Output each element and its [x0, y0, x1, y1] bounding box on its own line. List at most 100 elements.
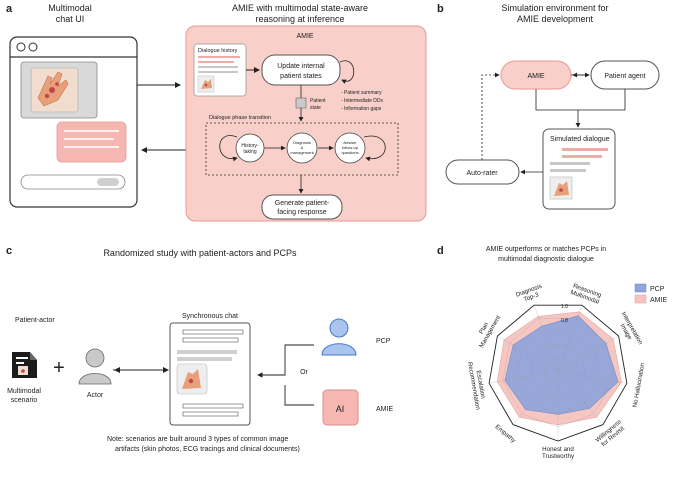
patient-actor-label: Patient-actor [15, 317, 55, 324]
legend-label-pcp: PCP [650, 286, 665, 293]
state-item-0: - Patient summary [341, 90, 382, 96]
update-states-line-1: Update internal [277, 63, 325, 70]
legend-swatch-pcp [634, 283, 647, 293]
radar-grid-ring [543, 357, 573, 386]
phase-2-line-2: follow-up [342, 145, 359, 150]
state-item-2: - Information gaps [341, 106, 382, 112]
plus-icon: + [53, 357, 65, 379]
scenario-document-icon [12, 352, 37, 378]
synchronous-chat-label: Synchronous chat [182, 313, 238, 320]
phase-1-line-3: management [290, 150, 314, 155]
patient-state-label-2: state [310, 105, 321, 111]
panel-label-a: a [6, 3, 13, 15]
radar-axis-label: Escalation [475, 370, 487, 400]
phase-history-taking [235, 133, 265, 163]
phase-transition-label: Dialogue phase transition [209, 115, 271, 121]
phase-1-line-2: & [301, 145, 304, 150]
pcp-label: PCP [376, 338, 391, 345]
simulated-dialogue-card: Simulated dialogue [542, 128, 616, 210]
radar-r-tick-label: 0.8 [561, 318, 568, 324]
panel-d: d AMIE outperforms or matches PCPs in mu… [437, 245, 667, 460]
radar-spoke [489, 370, 559, 384]
scenario-label-1: Multimodal [7, 388, 41, 395]
actor-person-icon [78, 348, 112, 385]
radar-grid-ring [516, 331, 600, 414]
radar-title-2: multimodal diagnostic dialogue [498, 256, 594, 263]
panel-b: b Simulation environment for AMIE develo… [437, 3, 660, 210]
panel-label-b: b [437, 3, 444, 15]
panel-a: a Multimodal chat UI AMIE with multimoda… [6, 3, 427, 222]
update-states-line-2: patient states [280, 73, 322, 80]
radar-axis-label: No Hallucination [632, 362, 647, 408]
radar-r-tick-label: 1.0 [561, 304, 568, 310]
amie-reasoning-title-1: AMIE with multimodal state-aware [232, 3, 368, 13]
phase-diagnosis-management [286, 132, 318, 164]
actor-label: Actor [87, 392, 104, 399]
radar-chart: 0.81.0MultimodalReasoningImageInterpreta… [466, 282, 646, 460]
phase-2-line-3: questions [341, 150, 358, 155]
scenario-label-2: scenario [11, 397, 38, 404]
radar-title-1: AMIE outperforms or matches PCPs in [486, 246, 606, 253]
patient-agent-label: Patient agent [604, 73, 645, 80]
dialogue-history-card: Dialogue history [193, 43, 247, 97]
phase-0-line-2: taking [243, 149, 257, 155]
ai-agent-icon [322, 389, 359, 426]
legend: PCP AMIE [634, 283, 667, 304]
simulated-dialogue-label: Simulated dialogue [550, 136, 610, 143]
auto-rater-label: Auto-rater [466, 170, 498, 177]
radar-grid-ring [530, 344, 586, 400]
legend-swatch-amie [634, 294, 647, 304]
amie-reasoning-title-2: reasoning at inference [255, 14, 344, 24]
amie-box-title: AMIE [296, 33, 313, 40]
chat-ui-title-1: Multimodal [48, 3, 92, 13]
phase-2-line-1: Answer [343, 140, 357, 145]
chat-input-field [20, 174, 126, 190]
radar-axis-label: Honest and [542, 446, 574, 453]
radar-spoke [557, 370, 604, 425]
phase-transition-frame [205, 122, 399, 176]
generate-response-node [261, 194, 343, 220]
chat-ui-window [9, 36, 138, 208]
patient-state-label-1: Patient [310, 98, 326, 104]
radar-spoke [497, 335, 559, 372]
state-item-1: - Intermediate DDs [341, 98, 383, 104]
simulation-title-2: AMIE development [517, 14, 594, 24]
panel-label-d: d [437, 245, 444, 257]
window-dot-icon [28, 42, 38, 52]
pcp-person-icon [321, 318, 357, 356]
phase-0-line-1: History- [241, 143, 259, 149]
radar-spoke [557, 335, 619, 372]
amie-label-c: AMIE [376, 406, 393, 413]
send-button [97, 178, 119, 186]
radar-spoke [512, 370, 559, 425]
phase-answer-follow-up [334, 132, 366, 164]
panel-label-c: c [6, 245, 12, 257]
update-states-node [261, 54, 341, 86]
simulation-amie-label: AMIE [527, 73, 544, 80]
feedback-dashed-arrow [481, 72, 500, 160]
simulation-title-1: Simulation environment for [501, 3, 608, 13]
chat-ui-title-2: chat UI [56, 14, 85, 24]
radar-spoke [557, 305, 583, 372]
study-title: Randomized study with patient-actors and… [103, 248, 297, 258]
radar-spoke [533, 305, 559, 372]
radar-spoke [557, 370, 627, 384]
radar-axis-label: Trustworthy [542, 453, 575, 460]
window-dot-icon [16, 42, 26, 52]
history-self-loop [219, 135, 238, 162]
panel-c: c Randomized study with patient-actors a… [6, 245, 393, 453]
generate-line-1: Generate patient- [275, 200, 330, 207]
followup-self-loop [363, 135, 386, 162]
ai-message-bubble [56, 121, 127, 163]
radar-axis-label: Empathy [494, 423, 518, 445]
synchronous-chat-card [169, 322, 251, 426]
update-self-loop [339, 60, 355, 84]
note-line-1: Note: scenarios are built around 3 types… [107, 436, 288, 443]
ai-label: AI [336, 404, 345, 414]
radar-grid-ring [502, 318, 614, 428]
or-label: Or [300, 369, 308, 376]
phase-1-line-1: Diagnosis [293, 140, 311, 145]
patient-state-icon [295, 97, 307, 109]
auto-rater-node [445, 159, 520, 185]
